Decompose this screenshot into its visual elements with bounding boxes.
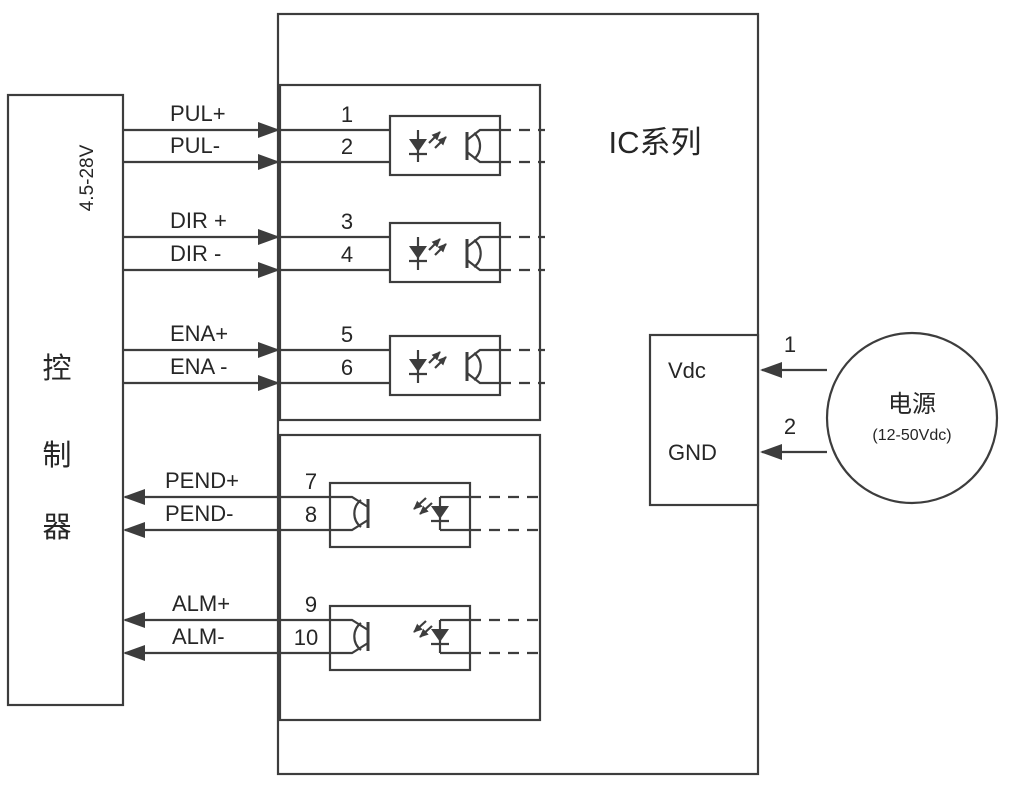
optocoupler-dir — [280, 221, 545, 284]
pul-minus-pin-number: 2 — [341, 134, 353, 159]
phototransistor-emitter — [466, 372, 500, 385]
light-emission-arrow — [428, 131, 441, 144]
light-emission-arrow — [413, 620, 427, 633]
opto-body — [328, 604, 472, 672]
pend-minus-label: PEND- — [165, 501, 233, 526]
pul-plus-label: PUL+ — [170, 101, 226, 126]
controller-voltage-label: 4.5-28V — [77, 144, 98, 211]
phototransistor-arc — [353, 622, 362, 651]
light-emission-arrow — [434, 356, 447, 369]
light-emission-arrow — [434, 243, 447, 256]
gnd-terminal-label: GND — [668, 440, 717, 465]
controller-box — [6, 93, 125, 707]
ena-plus-pin-number: 5 — [341, 322, 353, 347]
output-section-box — [278, 433, 542, 722]
led-triangle — [409, 246, 427, 259]
optocoupler-alm — [328, 604, 545, 672]
light-emission-arrow — [428, 351, 441, 364]
signal-dir-minus: DIR - 4 — [123, 241, 353, 278]
alm-plus-label: ALM+ — [172, 591, 230, 616]
signal-pend-minus: PEND- 8 — [123, 501, 330, 538]
dir-minus-pin-number: 4 — [341, 242, 353, 267]
led-triangle — [431, 629, 449, 642]
led-triangle — [409, 359, 427, 372]
opto-body — [388, 334, 502, 397]
power-supply-voltage-range: (12-50Vdc) — [872, 427, 951, 444]
phototransistor-emitter — [466, 151, 500, 164]
ena-plus-label: ENA+ — [170, 321, 228, 346]
phototransistor-collector — [330, 495, 369, 508]
controller-name-char-2: 制 — [42, 439, 71, 472]
signal-ena-plus: ENA+ 5 — [123, 321, 353, 358]
led-triangle — [431, 506, 449, 519]
signal-alm-plus: ALM+ 9 — [123, 591, 330, 628]
power-terminal-block: Vdc GND 1 2 — [648, 332, 827, 507]
phototransistor-arc — [473, 239, 482, 268]
phototransistor-collector — [466, 128, 500, 141]
power-supply-name: 电源 — [888, 391, 936, 418]
power-supply-circle — [825, 331, 999, 505]
signal-pend-plus: PEND+ 7 — [123, 468, 330, 505]
signal-ena-minus: ENA - 6 — [123, 354, 353, 391]
light-emission-arrow — [419, 502, 433, 515]
pul-minus-label: PUL- — [170, 133, 220, 158]
signal-dir-plus: DIR + 3 — [123, 208, 353, 245]
opto-body — [328, 481, 472, 549]
phototransistor-collector — [330, 618, 369, 631]
light-emission-arrow — [419, 625, 433, 638]
signal-pul-minus: PUL- 2 — [123, 133, 353, 170]
light-emission-arrow — [428, 238, 441, 251]
opto-body — [388, 221, 502, 284]
phototransistor-emitter — [466, 259, 500, 272]
controller-name-char-1: 控 — [42, 352, 71, 385]
phototransistor-collector — [466, 235, 500, 248]
signal-pul-plus: PUL+ 1 — [123, 101, 353, 138]
dir-minus-label: DIR - — [170, 241, 221, 266]
signal-alm-minus: ALM- 10 — [123, 624, 330, 661]
alm-minus-label: ALM- — [172, 624, 225, 649]
alm-plus-pin-number: 9 — [305, 592, 317, 617]
optocoupler-pend — [328, 481, 545, 549]
gnd-pin-number: 2 — [784, 414, 796, 439]
phototransistor-arc — [473, 352, 482, 381]
power-terminal-box — [648, 333, 760, 507]
vdc-pin-number: 1 — [784, 332, 796, 357]
optocoupler-ena — [280, 334, 545, 397]
light-emission-arrow — [413, 497, 427, 510]
power-supply: 电源 (12-50Vdc) — [825, 331, 999, 505]
led-triangle — [409, 139, 427, 152]
pend-minus-pin-number: 8 — [305, 502, 317, 527]
phototransistor-collector — [466, 348, 500, 361]
driver-title: IC系列 — [609, 125, 702, 160]
ena-minus-pin-number: 6 — [341, 355, 353, 380]
ena-minus-label: ENA - — [170, 354, 227, 379]
optocoupler-pul — [280, 114, 545, 177]
dir-plus-pin-number: 3 — [341, 209, 353, 234]
pul-plus-pin-number: 1 — [341, 102, 353, 127]
light-emission-arrow — [434, 136, 447, 149]
dir-plus-label: DIR + — [170, 208, 227, 233]
phototransistor-arc — [353, 499, 362, 528]
alm-minus-pin-number: 10 — [294, 625, 318, 650]
opto-body — [388, 114, 502, 177]
phototransistor-emitter — [330, 519, 369, 532]
pend-plus-pin-number: 7 — [305, 469, 317, 494]
phototransistor-emitter — [330, 642, 369, 655]
controller-name-char-3: 器 — [42, 512, 71, 544]
vdc-terminal-label: Vdc — [668, 358, 706, 383]
phototransistor-arc — [473, 132, 482, 160]
pend-plus-label: PEND+ — [165, 468, 239, 493]
